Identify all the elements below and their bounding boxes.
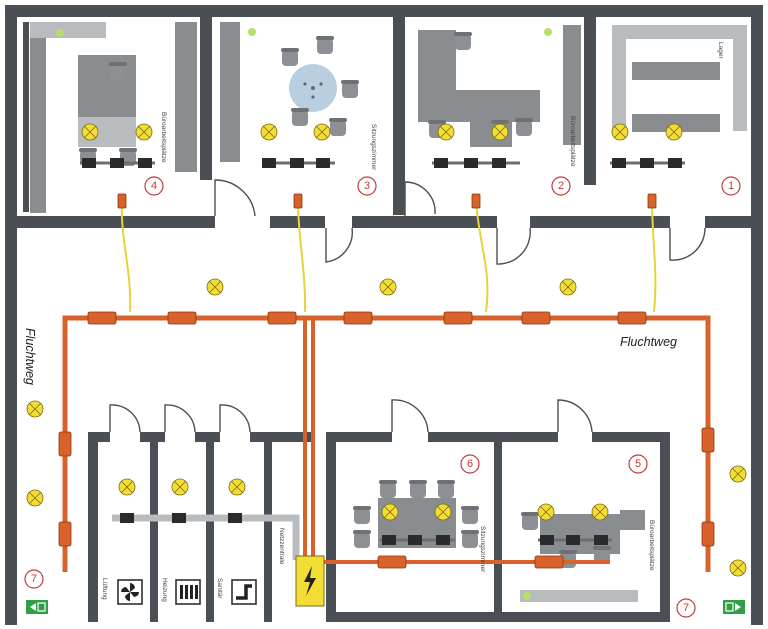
ceiling-lamp-icon (206, 278, 224, 296)
radiator-icon (175, 579, 201, 605)
emergency-exit-icon (723, 600, 745, 614)
room-number-2: 2 (551, 176, 571, 196)
ceiling-lamp-icon (81, 123, 99, 141)
ceiling-lamp-icon (379, 278, 397, 296)
ceiling-lamp-icon (228, 478, 246, 496)
ceiling-lamp-icon (591, 503, 609, 521)
lamps (26, 123, 747, 577)
room-number-3: 3 (357, 176, 377, 196)
svg-text:2: 2 (558, 180, 564, 192)
escape-route-label-right: Fluchtweg (620, 335, 677, 349)
svg-text:7: 7 (31, 573, 37, 585)
ceiling-lamp-icon (434, 503, 452, 521)
ceiling-lamp-icon (118, 478, 136, 496)
pipe-icon (231, 579, 257, 605)
room-numbers: 1 2 3 4 5 6 7 7 (24, 176, 741, 618)
ceiling-lamp-icon (135, 123, 153, 141)
room-number-7-right: 7 (676, 598, 696, 618)
room-4-furniture (30, 22, 197, 213)
ceiling-lamp-icon (381, 503, 399, 521)
svg-text:5: 5 (635, 458, 641, 470)
room-5-label: Büroarbeitsplätze (648, 520, 655, 571)
ceiling-lamp-icon (437, 123, 455, 141)
distribution-label: Netzzentrale (278, 528, 285, 565)
room-1-label: Lager (717, 42, 724, 59)
room-2-label: Büroarbeitsplätze (569, 116, 576, 167)
couplers (58, 193, 715, 569)
room-number-6: 6 (460, 454, 480, 474)
ceiling-lamp-icon (171, 478, 189, 496)
exit-signs (26, 600, 745, 614)
walls (5, 5, 763, 625)
room-labels: Lager Büroarbeitsplätze Sitzungszimmer B… (101, 42, 724, 602)
utility-1-label: Lüftung (101, 578, 108, 600)
ceiling-lamp-icon (260, 123, 278, 141)
room-number-1: 1 (721, 176, 741, 196)
room-5-furniture (520, 510, 645, 602)
room-3-label: Sitzungszimmer (370, 124, 377, 171)
room-6-label: Sitzungszimmer (479, 526, 486, 573)
ceiling-lamp-icon (559, 278, 577, 296)
room-number-4: 4 (144, 176, 164, 196)
ceiling-lamp-icon (729, 559, 747, 577)
svg-text:7: 7 (683, 602, 689, 614)
room-number-5: 5 (628, 454, 648, 474)
room-3-furniture (220, 22, 359, 162)
room-4-label: Büroarbeitsplätze (160, 112, 167, 163)
utility-2-label: Heizung (161, 578, 168, 602)
utility-icons (117, 579, 257, 605)
ceiling-lamp-icon (313, 123, 331, 141)
ceiling-lamp-icon (665, 123, 683, 141)
ceiling-lamp-icon (729, 465, 747, 483)
plugs (82, 158, 682, 545)
ceiling-lamp-icon (26, 489, 44, 507)
svg-text:1: 1 (728, 180, 734, 192)
escape-route-label-left: Fluchtweg (23, 328, 37, 385)
fan-icon (117, 579, 143, 605)
ceiling-lamp-icon (491, 123, 509, 141)
svg-text:4: 4 (151, 180, 157, 192)
lightning-icon (304, 566, 316, 596)
room-1-furniture (612, 25, 747, 132)
distribution-box (295, 555, 325, 607)
ceiling-lamp-icon (611, 123, 629, 141)
svg-text:6: 6 (467, 458, 473, 470)
utility-3-label: Sanitär (216, 578, 223, 599)
emergency-exit-icon (26, 600, 48, 614)
room-number-7-left: 7 (24, 569, 44, 589)
ceiling-lamp-icon (537, 503, 555, 521)
doors (109, 179, 706, 433)
svg-text:3: 3 (364, 180, 370, 192)
ceiling-lamp-icon (26, 400, 44, 418)
